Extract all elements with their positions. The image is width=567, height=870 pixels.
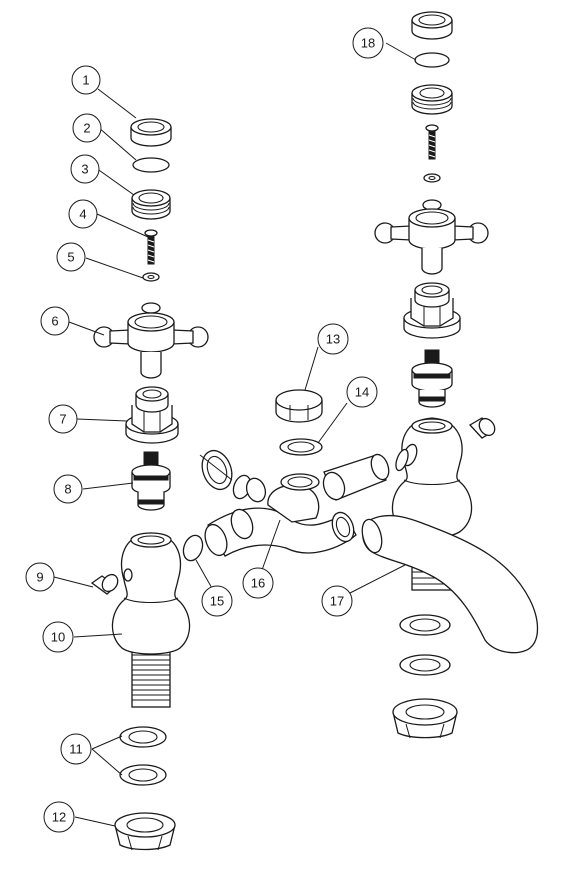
left-connector-nut — [199, 449, 233, 491]
callout-16-label: 16 — [251, 576, 265, 591]
callout-12-label: 12 — [52, 810, 66, 825]
callout-8-label: 8 — [64, 482, 71, 497]
part-4-screw — [144, 229, 158, 265]
callout-11: 11 — [60, 733, 92, 765]
callout-1-label: 1 — [82, 73, 89, 88]
right-back-nut — [392, 698, 458, 739]
callout-9-label: 9 — [36, 570, 43, 585]
callout-6-label: 6 — [51, 314, 58, 329]
callout-9: 9 — [25, 562, 55, 592]
part-12-back-nut — [114, 812, 176, 851]
callout-12: 12 — [43, 801, 75, 833]
callout-16: 16 — [242, 567, 274, 599]
callout-13-label: 13 — [326, 332, 340, 347]
right-tap-assembly — [361, 11, 539, 739]
callout-14: 14 — [346, 376, 378, 408]
callout-2-label: 2 — [83, 121, 90, 136]
callout-5: 5 — [56, 242, 86, 272]
callout-6: 6 — [40, 306, 70, 336]
callout-15: 15 — [201, 585, 233, 617]
callout-11-label: 11 — [69, 742, 83, 757]
right-cross-handle — [374, 199, 489, 275]
callout-7-label: 7 — [59, 412, 66, 427]
callout-3: 3 — [70, 154, 100, 184]
callout-1: 1 — [71, 65, 101, 95]
right-washer — [423, 173, 441, 183]
part-10-pillar-body — [111, 532, 191, 708]
right-screw — [425, 124, 439, 160]
callout-14-label: 14 — [355, 385, 369, 400]
part-17-spout — [361, 514, 539, 654]
right-pillar-body — [391, 417, 473, 591]
callout-18-label: 18 — [361, 36, 375, 51]
part-18-cap-and-disc — [411, 11, 453, 68]
callout-15-label: 15 — [210, 594, 224, 609]
part-2-disc — [132, 157, 170, 173]
part-16-manifold — [204, 453, 390, 557]
part-11-washers — [119, 726, 167, 786]
callout-17: 17 — [321, 585, 353, 617]
callout-2: 2 — [72, 113, 102, 143]
part-1-cap-ring — [130, 118, 172, 147]
callout-4-label: 4 — [79, 207, 86, 222]
part-14-washer — [279, 438, 323, 456]
right-hex-body — [403, 282, 461, 339]
part-7-hex-body — [125, 386, 179, 444]
callout-18: 18 — [352, 27, 384, 59]
part-13-cap-nut — [275, 389, 323, 423]
part-15-washer — [182, 534, 204, 562]
right-threaded-ring — [411, 84, 453, 115]
part-8-cartridge — [131, 451, 171, 511]
left-tap-assembly — [90, 118, 209, 851]
callout-3-label: 3 — [81, 162, 88, 177]
part-9-plug — [90, 573, 119, 595]
part-5-washer — [142, 272, 160, 282]
callout-7: 7 — [48, 404, 78, 434]
callout-5-label: 5 — [67, 250, 74, 265]
callout-17-label: 17 — [330, 594, 344, 609]
callout-10: 10 — [42, 621, 74, 653]
callout-4: 4 — [68, 199, 98, 229]
leader-lines — [53, 42, 417, 827]
part-6-cross-handle — [93, 302, 209, 379]
center-manifold-assembly — [182, 389, 390, 562]
right-cartridge — [411, 349, 453, 408]
callout-10-label: 10 — [51, 630, 65, 645]
part-3-threaded-ring — [131, 189, 171, 220]
callout-8: 8 — [53, 474, 83, 504]
right-plug — [468, 417, 496, 439]
right-washers — [399, 614, 451, 676]
callout-13: 13 — [317, 323, 349, 355]
